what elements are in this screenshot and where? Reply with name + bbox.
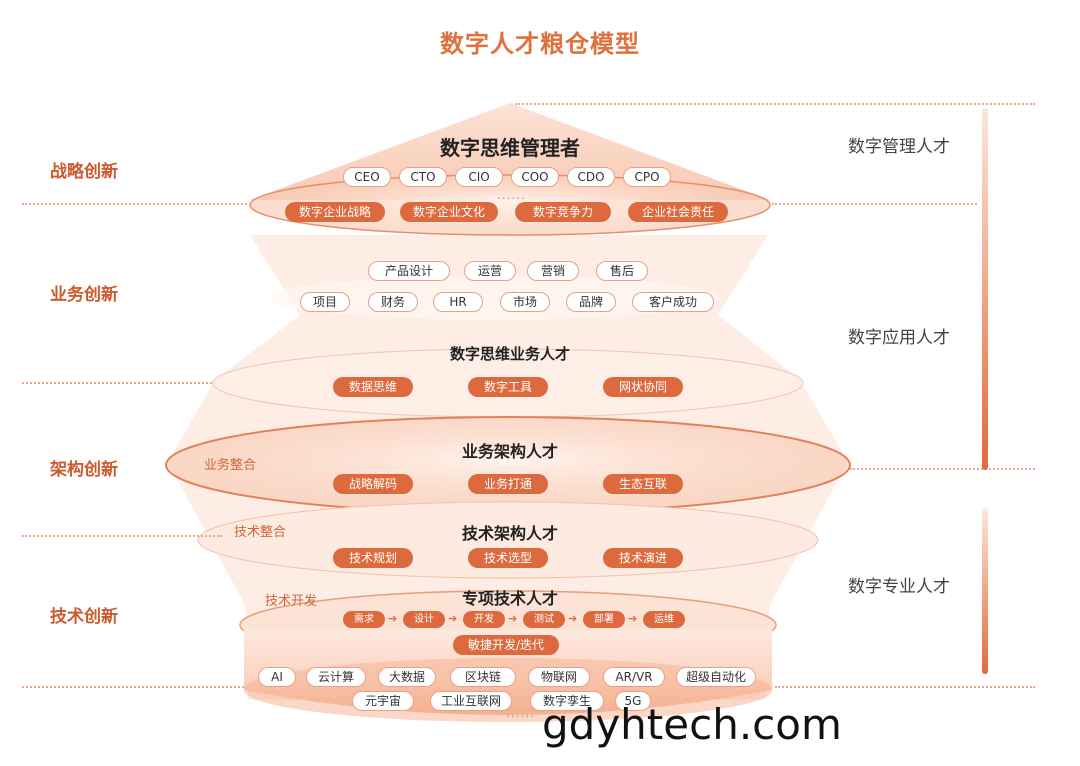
business-function-pill: 财务 <box>368 292 418 312</box>
tech-pill: 超级自动化 <box>676 667 756 687</box>
business-function-pill: 运营 <box>464 261 516 281</box>
tech-pill: 云计算 <box>306 667 366 687</box>
divider <box>515 103 1035 105</box>
label-digital-application-talent: 数字应用人才 <box>848 328 950 348</box>
tech-pill: 物联网 <box>528 667 590 687</box>
divider <box>775 686 1035 688</box>
heading-business-architecture-talent: 业务架构人才 <box>461 442 558 461</box>
heading-tech-architecture-talent: 技术架构人才 <box>461 524 558 543</box>
tech-pill: AI <box>258 667 296 687</box>
role-pill: CTO <box>399 167 447 187</box>
tech-architecture-skill-pill: 技术选型 <box>468 548 548 568</box>
role-pill: CDO <box>567 167 615 187</box>
tech-pill: 大数据 <box>378 667 436 687</box>
tech-pill: 数字孪生 <box>530 691 604 711</box>
tech-pill: 5G <box>615 691 651 711</box>
arrow-right-icon: ➔ <box>508 612 518 625</box>
tech-pill: 区块链 <box>450 667 516 687</box>
role-pill: CPO <box>623 167 671 187</box>
heading-special-tech-talent: 专项技术人才 <box>461 589 558 608</box>
heading-business-talent: 数字思维业务人才 <box>449 345 570 363</box>
tech-pill: 元宇宙 <box>352 691 414 711</box>
tech-pill: AR/VR <box>603 667 665 687</box>
dev-step-pill: 设计 <box>403 611 445 628</box>
role-pill: CIO <box>455 167 503 187</box>
label-digital-management-talent: 数字管理人才 <box>848 137 950 157</box>
architecture-skill-pill: 战略解码 <box>333 474 413 494</box>
arrow-right-icon: ➔ <box>628 612 638 625</box>
label-tech-innovation: 技术创新 <box>50 607 118 627</box>
ellipsis-dots: ...... <box>497 188 526 202</box>
note-business-integration: 业务整合 <box>204 458 257 473</box>
business-function-pill: 品牌 <box>566 292 616 312</box>
dev-step-pill: 部署 <box>583 611 625 628</box>
business-function-pill: 市场 <box>500 292 550 312</box>
arrow-right-icon: ➔ <box>388 612 398 625</box>
strategy-pill: 企业社会责任 <box>628 202 728 222</box>
architecture-skill-pill: 生态互联 <box>603 474 683 494</box>
dev-step-pill: 开发 <box>463 611 505 628</box>
strategy-pill: 数字企业战略 <box>285 202 385 222</box>
divider <box>850 468 1035 470</box>
agile-pill: 敏捷开发/迭代 <box>453 635 559 655</box>
ellipsis-dots: ...... <box>506 706 535 720</box>
business-function-pill: 项目 <box>300 292 350 312</box>
role-pill: CEO <box>343 167 391 187</box>
business-skill-pill: 网状协同 <box>603 377 683 397</box>
tech-pill: 工业互联网 <box>430 691 512 711</box>
tech-architecture-skill-pill: 技术演进 <box>603 548 683 568</box>
page-title: 数字人才粮仓模型 <box>440 30 640 58</box>
business-function-pill: 售后 <box>596 261 648 281</box>
divider <box>772 203 977 205</box>
talent-bar-upper <box>982 108 988 470</box>
strategy-pill: 数字企业文化 <box>400 202 498 222</box>
role-pill: COO <box>511 167 559 187</box>
business-skill-pill: 数据思维 <box>333 377 413 397</box>
arrow-right-icon: ➔ <box>448 612 458 625</box>
divider <box>22 203 247 205</box>
divider <box>22 686 244 688</box>
divider <box>22 382 212 384</box>
note-tech-integration: 技术整合 <box>234 525 287 540</box>
architecture-skill-pill: 业务打通 <box>468 474 548 494</box>
dev-step-pill: 需求 <box>343 611 385 628</box>
business-function-pill: 营销 <box>527 261 579 281</box>
label-architecture-innovation: 架构创新 <box>50 460 118 480</box>
dev-step-pill: 测试 <box>523 611 565 628</box>
business-skill-pill: 数字工具 <box>468 377 548 397</box>
business-function-pill: HR <box>433 292 483 312</box>
talent-bar-lower <box>982 508 988 674</box>
label-business-innovation: 业务创新 <box>50 285 118 305</box>
divider <box>22 535 222 537</box>
tech-architecture-skill-pill: 技术规划 <box>333 548 413 568</box>
business-function-pill: 客户成功 <box>632 292 714 312</box>
heading-digital-managers: 数字思维管理者 <box>440 136 580 160</box>
label-strategy-innovation: 战略创新 <box>50 162 118 182</box>
note-tech-development: 技术开发 <box>265 594 318 609</box>
arrow-right-icon: ➔ <box>568 612 578 625</box>
business-function-pill: 产品设计 <box>368 261 450 281</box>
strategy-pill: 数字竞争力 <box>515 202 611 222</box>
watermark: gdyhtech.com <box>542 700 842 749</box>
label-digital-professional-talent: 数字专业人才 <box>848 577 950 597</box>
dev-step-pill: 运维 <box>643 611 685 628</box>
